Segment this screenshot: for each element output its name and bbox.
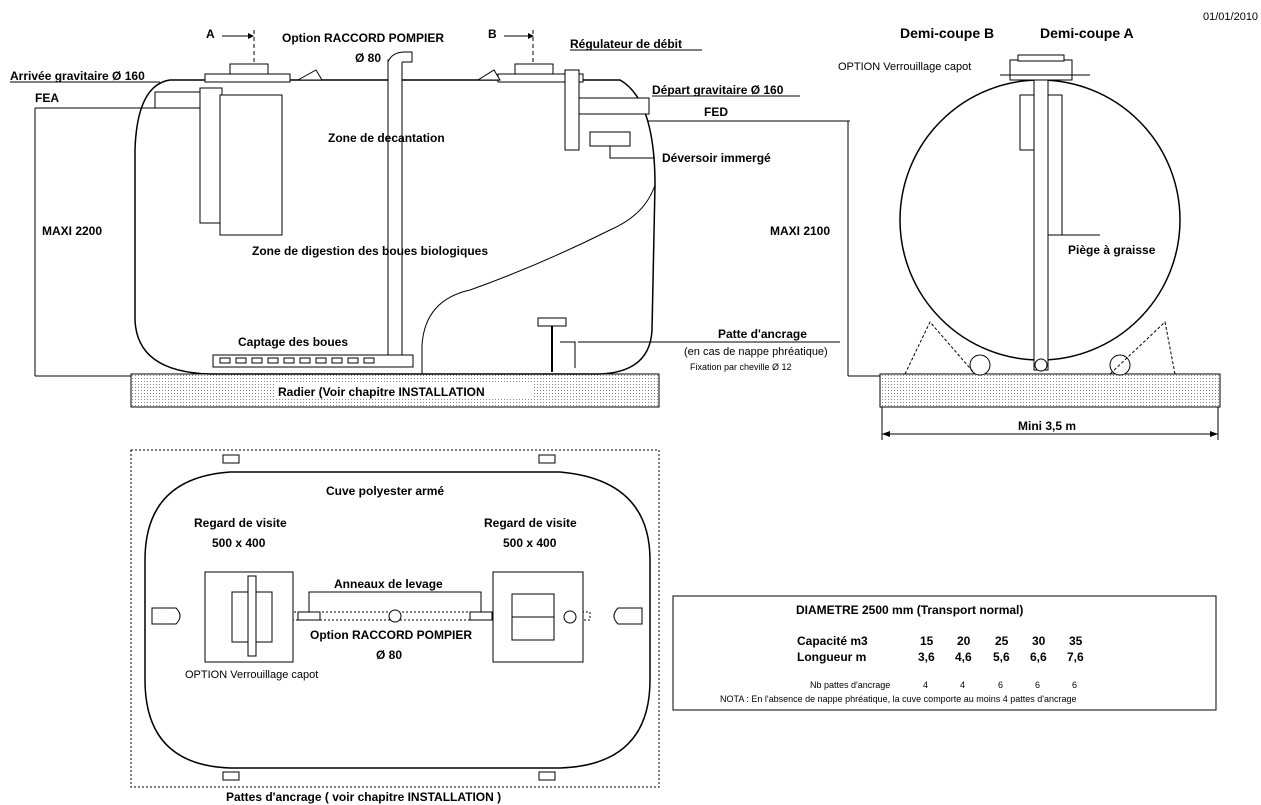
patte-ancrage-label: Patte d'ancrage xyxy=(718,327,807,341)
zone-digestion: Zone de digestion des boues biologiques xyxy=(252,244,488,258)
manhole-a xyxy=(204,73,291,83)
mini-label: Mini 3,5 m xyxy=(1018,419,1076,433)
pompier-plan xyxy=(388,609,402,623)
demi-coupe-a: Demi-coupe A xyxy=(1040,25,1134,41)
anneau xyxy=(297,611,321,621)
top-view: Cuve polyester armé Regard de visite 500… xyxy=(130,449,660,804)
table-frame xyxy=(672,595,1217,711)
radier-label-bg xyxy=(275,383,533,399)
longueur-value: 6,6 xyxy=(1030,650,1047,664)
spec-table: DIAMETRE 2500 mm (Transport normal) Capa… xyxy=(672,595,1217,711)
regard-left-dim: 500 x 400 xyxy=(212,536,266,550)
longueur-value: 3,6 xyxy=(918,650,935,664)
capacite-value: 25 xyxy=(995,634,1009,648)
section-radier xyxy=(879,373,1221,408)
capacite-label: Capacité m3 xyxy=(797,634,868,648)
pattes-count-label: Nb pattes d'ancrage xyxy=(810,680,890,690)
depart-label: Départ gravitaire Ø 160 xyxy=(652,83,784,97)
pattes-count: 6 xyxy=(1035,680,1040,690)
fixation-label: Fixation par cheville Ø 12 xyxy=(690,362,792,372)
demi-coupe-b: Demi-coupe B xyxy=(900,25,994,41)
regulateur-label: Régulateur de débit xyxy=(570,37,682,51)
pattes-label: Pattes d'ancrage ( voir chapitre INSTALL… xyxy=(226,790,501,804)
capacite-value: 15 xyxy=(920,634,934,648)
pattes-count: 4 xyxy=(960,680,965,690)
anneau xyxy=(469,611,493,621)
longueur-value: 7,6 xyxy=(1067,650,1084,664)
regard-right-dim: 500 x 400 xyxy=(503,536,557,550)
table-title: DIAMETRE 2500 mm (Transport normal) xyxy=(796,603,1023,617)
pattes-count: 6 xyxy=(998,680,1003,690)
nota-text: NOTA : En l'absence de nappe phréatique,… xyxy=(720,694,1077,704)
pattes-count: 4 xyxy=(923,680,928,690)
longueur-value: 4,6 xyxy=(955,650,972,664)
regard-right-label: Regard de visite xyxy=(484,516,577,530)
piege-label: Piège à graisse xyxy=(1068,243,1156,257)
zone-decantation: Zone de decantation xyxy=(328,131,445,145)
fea-label: FEA xyxy=(35,91,59,105)
verrouillage-top: OPTION Verrouillage capot xyxy=(185,669,318,681)
anneaux-label: Anneaux de levage xyxy=(334,577,443,591)
captage-label: Captage des boues xyxy=(238,335,348,349)
diam-80-label: Ø 80 xyxy=(376,648,402,662)
fed-label: FED xyxy=(704,105,728,119)
longueur-label: Longueur m xyxy=(797,650,866,664)
marker-a: A xyxy=(206,27,215,41)
deversoir-label: Déversoir immergé xyxy=(662,151,771,165)
deversoir-box xyxy=(589,131,631,147)
inlet-end xyxy=(151,607,181,625)
outlet-pipe xyxy=(564,69,580,151)
pompier-pipe xyxy=(387,59,403,361)
captage-pipe xyxy=(212,354,414,368)
patte-marker xyxy=(222,454,240,464)
diam-80-top: Ø 80 xyxy=(355,51,381,65)
maxi-2100-label: MAXI 2100 xyxy=(770,224,830,238)
capacite-value: 35 xyxy=(1069,634,1083,648)
section-pipe xyxy=(1033,79,1049,371)
patte-ancrage-side xyxy=(537,317,567,327)
marker-b: B xyxy=(488,27,497,41)
option-raccord-top: Option RACCORD POMPIER xyxy=(282,31,444,45)
pattes-count: 6 xyxy=(1072,680,1077,690)
arrivee-label: Arrivée gravitaire Ø 160 xyxy=(10,69,145,83)
outlet-end xyxy=(613,607,643,625)
longueur-value: 5,6 xyxy=(993,650,1010,664)
option-raccord-label: Option RACCORD POMPIER xyxy=(310,628,472,642)
patte-marker xyxy=(222,771,240,781)
date-label: 01/01/2010 xyxy=(1203,11,1258,23)
verrouillage-section: OPTION Verrouillage capot xyxy=(838,61,971,73)
radier-label: Radier (Voir chapitre INSTALLATION xyxy=(278,385,485,399)
patte-marker xyxy=(538,454,556,464)
partition-wall xyxy=(421,184,656,346)
nappe-label: (en cas de nappe phréatique) xyxy=(684,346,828,358)
top-view-frame xyxy=(130,449,660,788)
section-manhole xyxy=(1009,59,1073,81)
cuve-label: Cuve polyester armé xyxy=(326,484,444,498)
section-view: Demi-coupe B Demi-coupe A OPTION Verroui… xyxy=(838,25,1221,440)
side-view: Radier (Voir chapitre INSTALLATION FEA F… xyxy=(10,27,905,408)
maxi-2200-label: MAXI 2200 xyxy=(42,224,102,238)
tank-outline xyxy=(134,79,656,375)
regard-left-label: Regard de visite xyxy=(194,516,287,530)
capacite-value: 20 xyxy=(957,634,971,648)
inlet-baffle xyxy=(219,94,283,236)
patte-marker xyxy=(538,771,556,781)
capacite-value: 30 xyxy=(1032,634,1046,648)
